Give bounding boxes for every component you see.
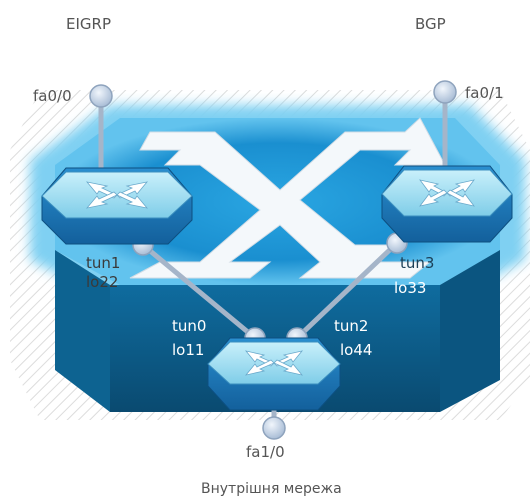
label-tun1: tun1	[86, 254, 120, 272]
router-bottom[interactable]	[207, 337, 341, 411]
router-left[interactable]	[41, 167, 193, 245]
link-left-to-bottom	[140, 242, 258, 341]
router-icon	[85, 181, 149, 209]
port-fa1-0	[262, 416, 286, 440]
label-lo33: lo33	[394, 279, 426, 297]
caption-internal-network: Внутрішня мережа	[201, 481, 342, 497]
label-lo44: lo44	[340, 341, 372, 359]
label-lo22: lo22	[86, 273, 118, 291]
label-tun3: tun3	[400, 254, 434, 272]
label-bgp: BGP	[415, 15, 446, 33]
switch-arrows	[129, 117, 446, 279]
label-lo11: lo11	[172, 341, 204, 359]
label-tun2: tun2	[334, 317, 368, 335]
link-right-to-bottom	[294, 240, 400, 341]
label-fa0-1: fa0/1	[465, 84, 504, 102]
label-eigrp: EIGRP	[66, 15, 111, 33]
port-fa0-1	[433, 80, 457, 104]
router-icon	[419, 179, 475, 207]
router-right[interactable]	[381, 165, 513, 243]
label-fa1-0: fa1/0	[246, 443, 285, 461]
label-fa0-0: fa0/0	[33, 87, 72, 105]
label-tun0: tun0	[172, 317, 206, 335]
port-fa0-0	[89, 84, 113, 108]
router-icon	[244, 350, 304, 376]
